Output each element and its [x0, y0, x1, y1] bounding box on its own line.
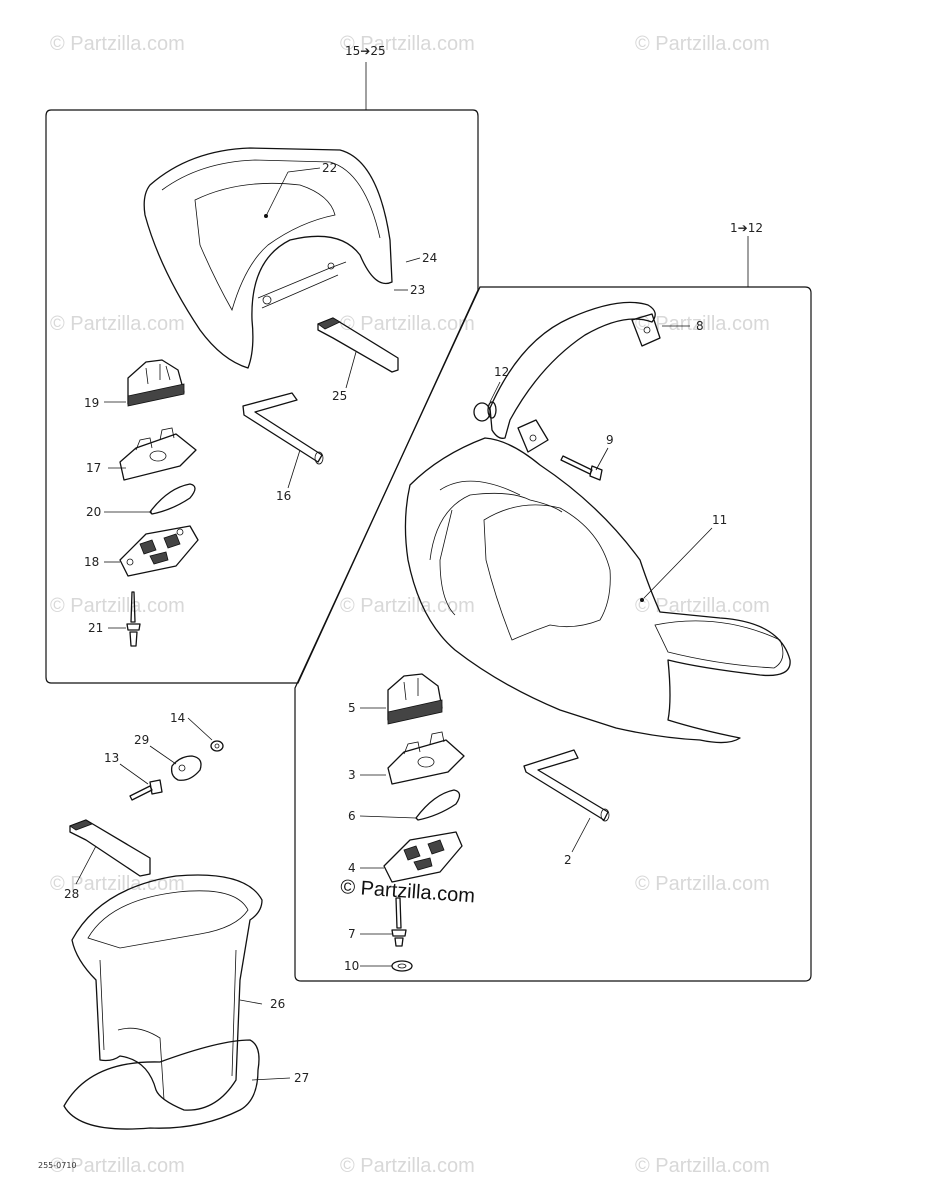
callout-4: 4 [348, 861, 356, 875]
rear-cable-20 [149, 483, 196, 515]
callout-18: 18 [84, 555, 99, 569]
watermark: © Partzilla.com [50, 873, 185, 895]
callout-17: 17 [86, 461, 101, 475]
rear-strap-25 [317, 317, 399, 373]
callout-19: 19 [84, 396, 99, 410]
callout-5: 5 [348, 701, 356, 715]
callout-23: 23 [410, 283, 425, 297]
plate-29 [170, 755, 202, 781]
callout-28: 28 [64, 887, 79, 901]
callout-26: 26 [270, 997, 285, 1011]
callout-21: 21 [88, 621, 103, 635]
callout-labels: 22 24 23 25 19 17 20 18 21 16 8 12 9 11 … [64, 161, 727, 1085]
callout-25: 25 [332, 389, 347, 403]
front-base-4 [383, 831, 463, 883]
watermark: © Partzilla.com [635, 1155, 770, 1177]
front-bracket-3 [387, 731, 465, 785]
rear-latch-19 [127, 359, 185, 407]
callout-3: 3 [348, 768, 356, 782]
rear-group-frame [45, 109, 479, 684]
callout-27: 27 [294, 1071, 309, 1085]
storage-bin-26 [71, 874, 263, 1111]
grommet-12 [473, 401, 497, 422]
callout-8: 8 [696, 319, 704, 333]
callout-14: 14 [170, 711, 185, 725]
callout-2: 2 [564, 853, 572, 867]
watermark: © Partzilla.com [50, 313, 185, 335]
rivet-13 [129, 779, 163, 801]
front-group-label: 1➔12 [730, 221, 763, 235]
washer-14 [210, 740, 224, 752]
rear-group-label: 15➔25 [345, 44, 386, 58]
gasket-27 [63, 1039, 260, 1130]
watermark: © Partzilla.com [340, 1155, 475, 1177]
callout-6: 6 [348, 809, 356, 823]
drawing-code: 255-0710 [38, 1161, 77, 1170]
callout-16: 16 [276, 489, 291, 503]
group-frames: 15➔25 1➔12 [45, 44, 812, 982]
callout-10: 10 [344, 959, 359, 973]
bolt-9 [560, 455, 603, 481]
front-cable-6 [415, 789, 461, 821]
callout-9: 9 [606, 433, 614, 447]
callout-12: 12 [494, 365, 509, 379]
watermark-grid: © Partzilla.com © Partzilla.com © Partzi… [50, 33, 770, 1177]
callout-20: 20 [86, 505, 101, 519]
watermark: © Partzilla.com [635, 33, 770, 55]
front-key-2 [523, 749, 610, 822]
watermark: © Partzilla.com [635, 313, 770, 335]
rear-key-16 [242, 392, 324, 465]
callout-13: 13 [104, 751, 119, 765]
rear-bracket-17 [119, 427, 197, 481]
leader-lines [75, 167, 713, 1081]
grab-handle-8 [489, 301, 661, 453]
washer-10 [391, 960, 413, 972]
strap-28 [69, 819, 151, 877]
front-group-frame [294, 286, 812, 982]
callout-24: 24 [422, 251, 437, 265]
rear-rivet-21 [126, 591, 141, 647]
center-watermark: © Partzilla.com [340, 876, 476, 907]
watermark: © Partzilla.com [340, 313, 475, 335]
front-rivet-7 [391, 897, 407, 947]
front-seat-11 [404, 437, 791, 744]
watermark: © Partzilla.com [340, 33, 475, 55]
callout-29: 29 [134, 733, 149, 747]
rear-seat-22 [143, 147, 393, 369]
watermark: © Partzilla.com [635, 873, 770, 895]
watermark: © Partzilla.com [50, 595, 185, 617]
callout-7: 7 [348, 927, 356, 941]
callout-22: 22 [322, 161, 337, 175]
watermark: © Partzilla.com [340, 595, 475, 617]
front-latch-5 [387, 673, 443, 725]
rear-base-18 [119, 525, 199, 577]
watermark: © Partzilla.com [50, 1155, 185, 1177]
watermark: © Partzilla.com [635, 595, 770, 617]
watermark: © Partzilla.com [50, 33, 185, 55]
callout-11: 11 [712, 513, 727, 527]
